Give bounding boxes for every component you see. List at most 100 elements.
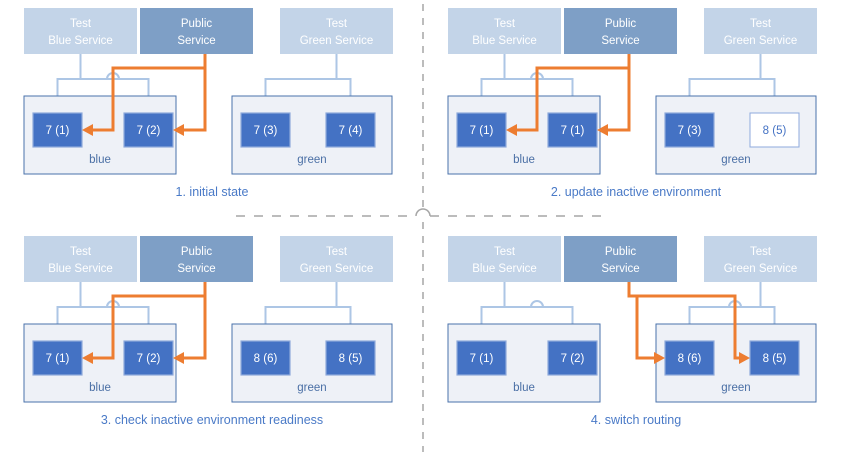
panel-3-test-connectors	[51, 282, 357, 340]
panel-3-env-green: green 8 (6) 8 (5)	[231, 323, 393, 403]
unit-box: 7 (3)	[664, 112, 715, 148]
service-label-line2: Green Service	[724, 35, 798, 47]
service-label-line1: Test	[326, 18, 348, 30]
unit-label: 7 (2)	[137, 125, 161, 137]
service-label-line2: Blue Service	[48, 263, 113, 275]
service-label-line2: Service	[177, 263, 215, 275]
unit-box: 8 (5)	[749, 340, 800, 376]
service-label-line1: Test	[494, 246, 516, 258]
service-label-line1: Test	[70, 246, 92, 258]
service-label-line1: Test	[750, 18, 772, 30]
unit-box: 8 (6)	[240, 340, 291, 376]
unit-box: 7 (2)	[547, 340, 598, 376]
unit-box: 7 (2)	[123, 340, 174, 376]
service-label-line1: Test	[494, 18, 516, 30]
service-label-line1: Public	[181, 246, 213, 258]
panel-4-env-blue: blue 7 (1) 7 (2)	[447, 323, 601, 403]
env-label: blue	[513, 382, 535, 394]
env-label: blue	[89, 382, 111, 394]
service-label-line2: Blue Service	[48, 35, 113, 47]
service-label-line2: Service	[601, 35, 639, 47]
unit-label: 7 (1)	[46, 353, 70, 365]
panel-3-public-connectors	[82, 282, 207, 364]
service-label-line2: Green Service	[724, 263, 798, 275]
unit-box: 7 (1)	[456, 112, 507, 148]
panel-1-caption: 1. initial state	[176, 185, 249, 199]
unit-label: 7 (4)	[339, 125, 363, 137]
unit-label: 8 (6)	[678, 353, 702, 365]
panel-4-caption: 4. switch routing	[591, 413, 681, 427]
unit-label: 8 (5)	[763, 125, 787, 137]
panel-2-public-connectors	[506, 54, 631, 136]
unit-box: 7 (3)	[240, 112, 291, 148]
unit-label: 7 (3)	[678, 125, 702, 137]
service-label-line2: Service	[601, 263, 639, 275]
panel-4-public-connectors	[627, 282, 750, 364]
service-label-line2: Blue Service	[472, 263, 537, 275]
panel-2-env-green: green 7 (3) 8 (5)	[655, 95, 817, 175]
service-label-line2: Green Service	[300, 35, 374, 47]
unit-label: 7 (1)	[470, 125, 494, 137]
panel-1-public-connectors	[82, 54, 207, 136]
service-label-line1: Public	[181, 18, 213, 30]
service-label-line1: Public	[605, 246, 637, 258]
divider-crossing-hop	[415, 208, 431, 217]
service-label-line1: Test	[70, 18, 92, 30]
env-label: green	[297, 154, 326, 166]
panel-4-env-green: green 8 (6) 8 (5)	[655, 323, 817, 403]
unit-box: 8 (5)	[325, 340, 376, 376]
unit-box: 7 (4)	[325, 112, 376, 148]
panel-1-test-connectors	[51, 54, 357, 112]
service-label-line2: Blue Service	[472, 35, 537, 47]
service-label-line2: Green Service	[300, 263, 374, 275]
unit-box: 7 (2)	[123, 112, 174, 148]
unit-box: 7 (1)	[32, 340, 83, 376]
env-label: green	[721, 154, 750, 166]
panel-2-caption: 2. update inactive environment	[551, 185, 722, 199]
unit-label: 7 (1)	[561, 125, 585, 137]
env-label: green	[297, 382, 326, 394]
env-label: green	[721, 382, 750, 394]
unit-label: 7 (1)	[470, 353, 494, 365]
unit-box: 7 (1)	[456, 340, 507, 376]
panel-1-env-green: green 7 (3) 7 (4)	[231, 95, 393, 175]
panel-2-env-blue: blue 7 (1) 7 (1)	[447, 95, 601, 175]
unit-label: 7 (2)	[137, 353, 161, 365]
panel-3-env-blue: blue 7 (1) 7 (2)	[23, 323, 177, 403]
unit-label: 7 (3)	[254, 125, 278, 137]
unit-label: 8 (5)	[763, 353, 787, 365]
env-label: blue	[513, 154, 535, 166]
unit-box: 8 (6)	[664, 340, 715, 376]
service-label-line1: Test	[326, 246, 348, 258]
unit-label: 7 (2)	[561, 353, 585, 365]
service-label-line1: Test	[750, 246, 772, 258]
unit-box: 7 (1)	[32, 112, 83, 148]
unit-label: 8 (5)	[339, 353, 363, 365]
panel-3-caption: 3. check inactive environment readiness	[101, 413, 323, 427]
unit-box: 8 (5)	[749, 112, 800, 148]
unit-label: 8 (6)	[254, 353, 278, 365]
unit-label: 7 (1)	[46, 125, 70, 137]
